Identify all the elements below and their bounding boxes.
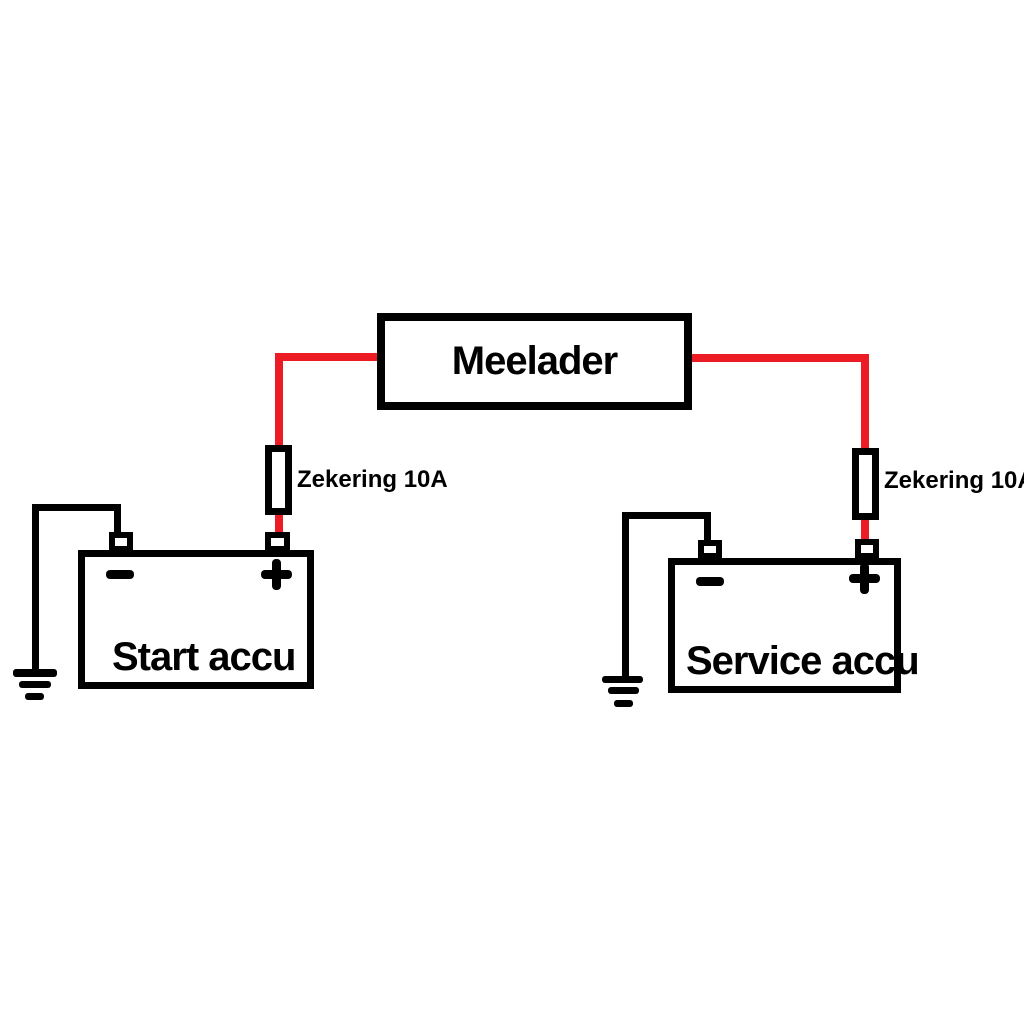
left-battery-negative-terminal [109,532,133,552]
right-battery-negative-terminal [698,540,722,559]
left-fuse-label: Zekering 10A [297,466,448,493]
right-ground-wire-vertical [622,512,629,679]
left-ground-wire-horizontal [32,504,121,511]
right-ground-wire-horizontal [622,512,711,519]
left-battery-plus-symbol-horizontal [261,570,292,579]
right-battery-minus-symbol [696,577,724,586]
left-ground-symbol-bar-1 [13,669,57,677]
left-positive-wire-vertical [275,353,283,448]
left-fuse-to-battery-wire [275,511,283,534]
right-negative-terminal-wire [704,512,711,542]
left-ground-symbol-bar-2 [19,681,51,688]
right-ground-symbol-bar-1 [602,676,643,683]
left-fuse [265,445,292,515]
charger-box: Meelader [377,313,692,410]
right-battery-plus-symbol-horizontal [849,574,880,583]
right-positive-wire-horizontal [688,354,869,362]
left-battery-minus-symbol [106,570,134,579]
right-battery-label: Service accu [686,639,920,683]
right-fuse-label: Zekering 10A [884,467,1024,494]
right-ground-symbol-bar-3 [614,700,633,707]
right-battery-positive-terminal [855,539,879,559]
left-ground-symbol-bar-3 [25,693,44,700]
left-battery-label: Start accu [112,635,296,679]
right-fuse-to-battery-wire [861,517,869,541]
left-ground-wire-vertical [32,504,39,673]
right-fuse [852,448,879,520]
left-negative-terminal-wire [114,504,121,534]
left-positive-wire-horizontal [275,353,381,361]
left-battery-positive-terminal [265,532,290,552]
right-positive-wire-vertical [861,354,869,451]
right-ground-symbol-bar-2 [608,687,639,694]
charger-label: Meelader [451,339,618,383]
